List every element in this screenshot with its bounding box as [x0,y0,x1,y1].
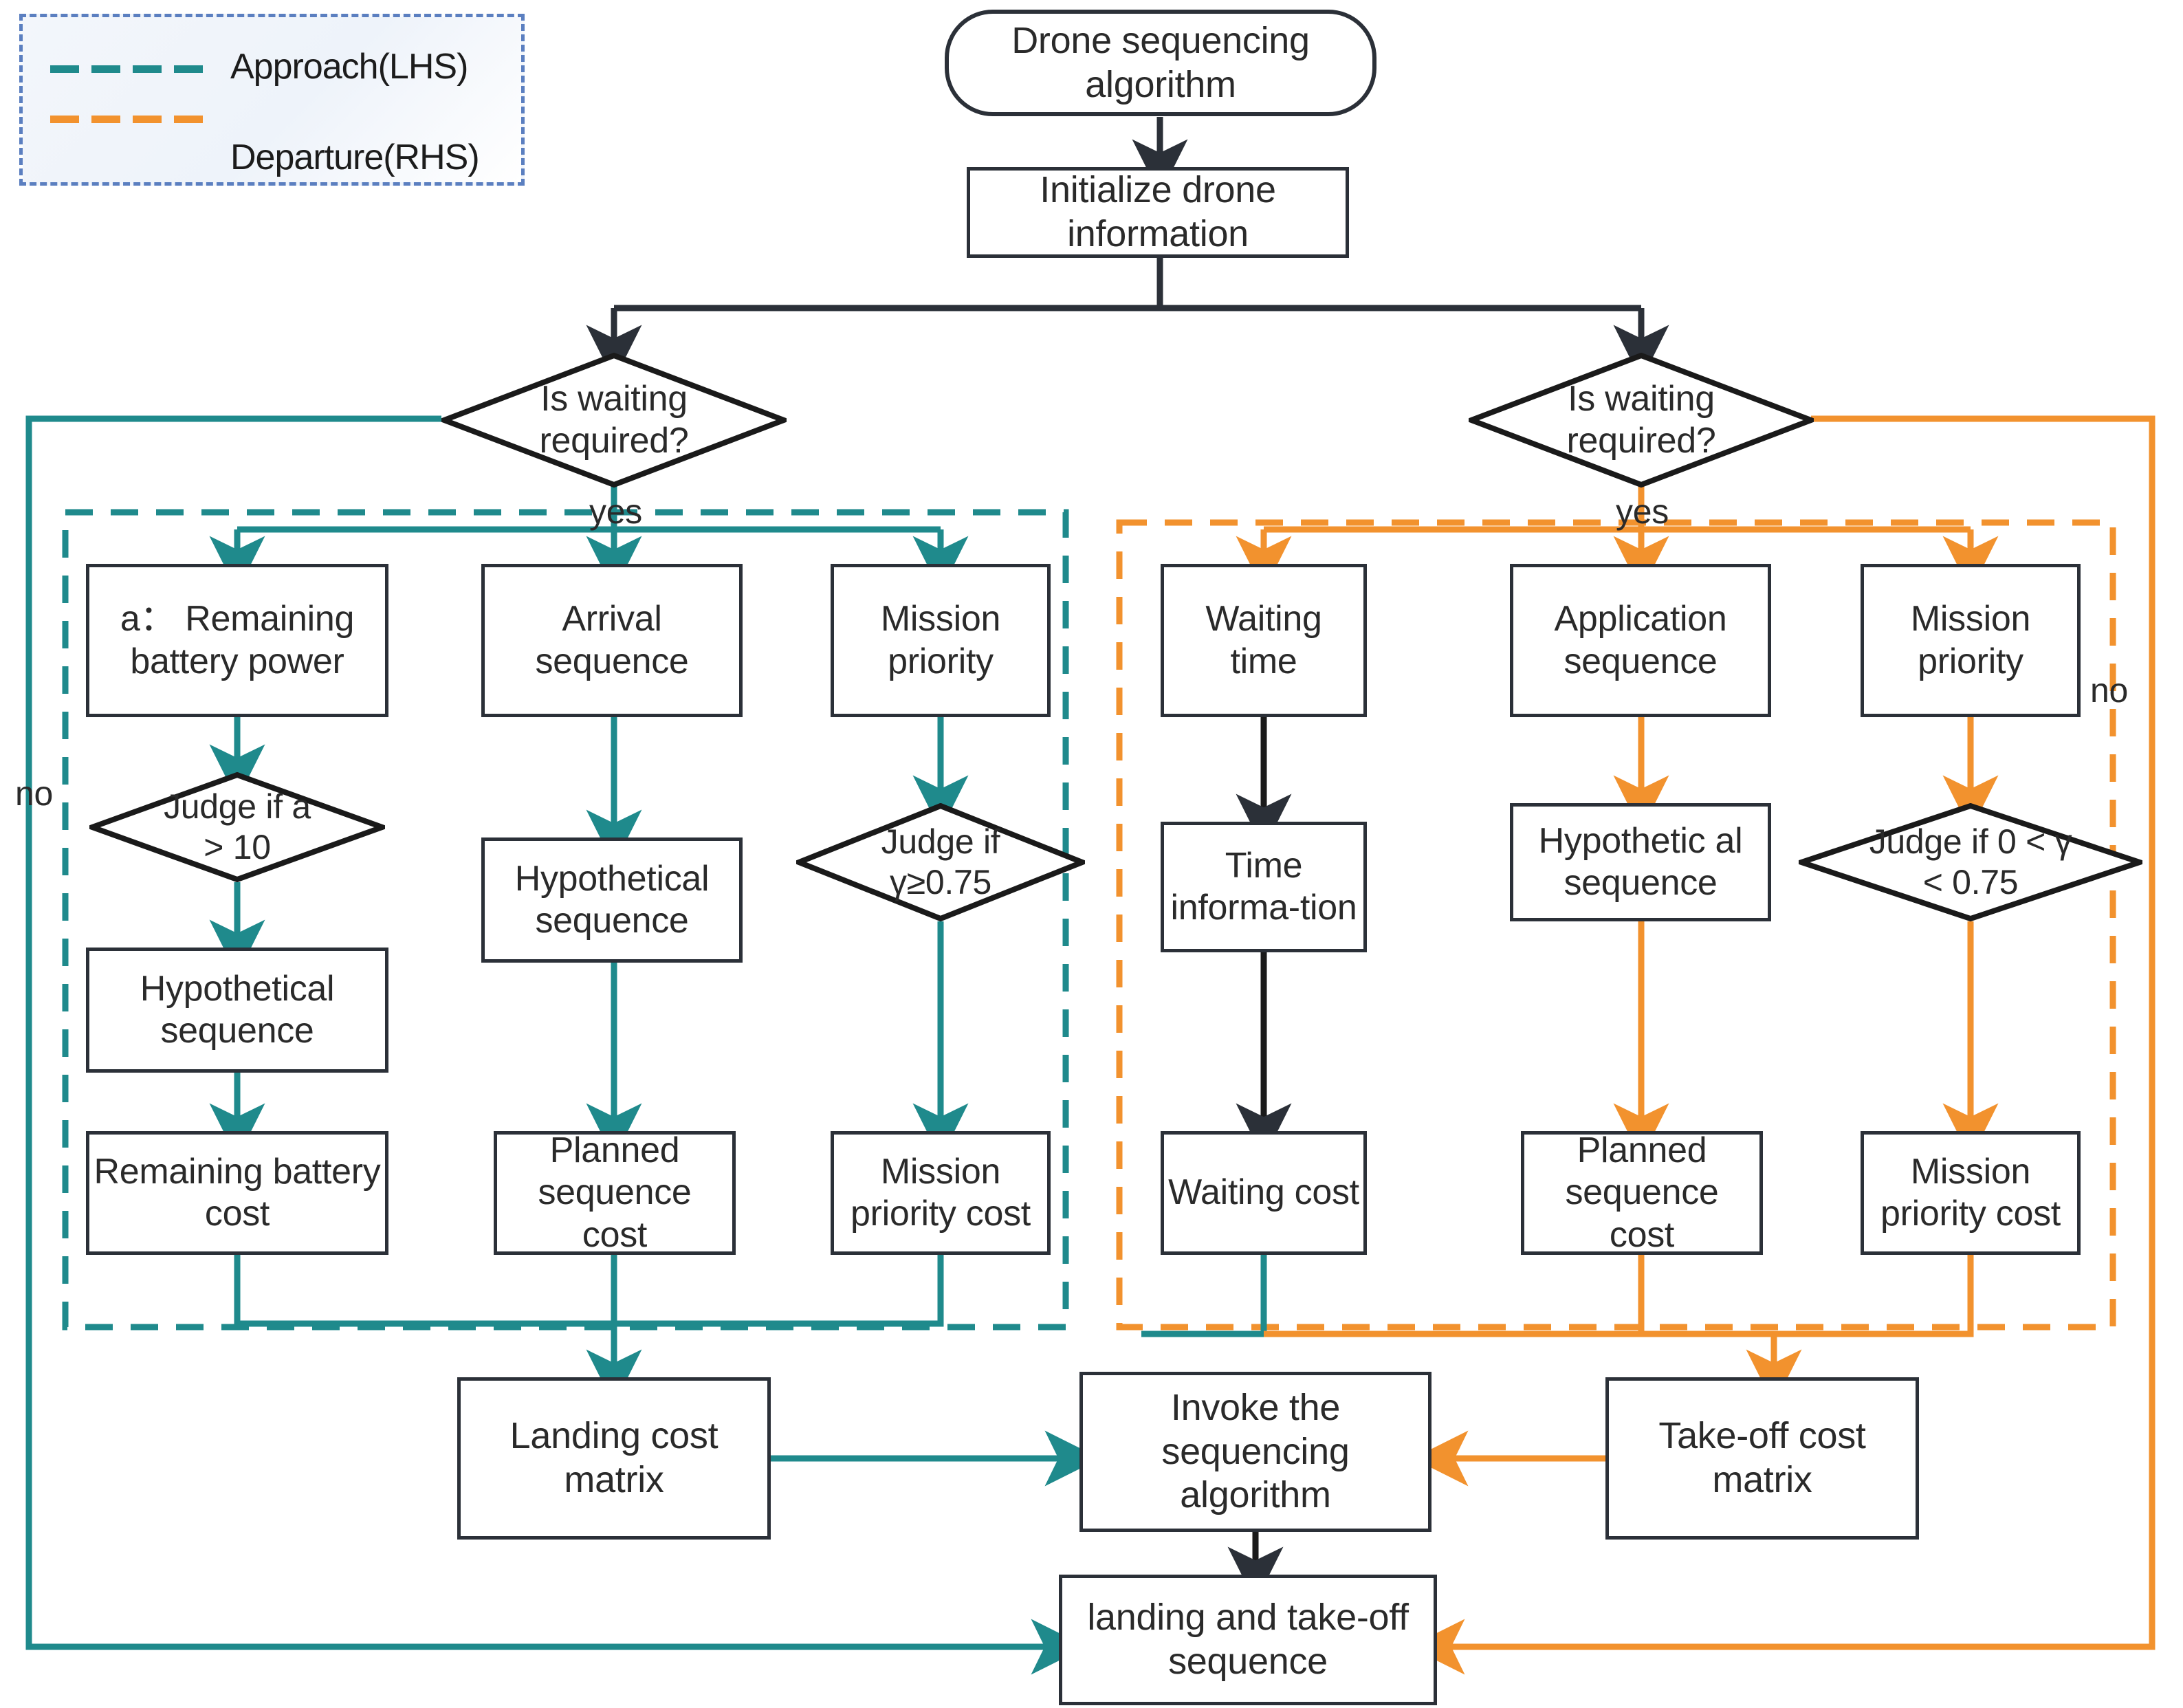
node-application-sequence[interactable]: Application sequence [1510,564,1771,717]
node-rhs-mission-priority[interactable]: Mission priority [1861,564,2081,717]
node-lhs-mission-priority[interactable]: Mission priority [831,564,1051,717]
node-lhs-planned-sequence-cost[interactable]: Planned sequence cost [494,1130,736,1255]
decision-rhs-waiting[interactable]: Is waiting required? [1469,353,1814,488]
decision-lhs-waiting[interactable]: Is waiting required? [441,353,787,488]
node-final-sequence[interactable]: landing and take-off sequence [1059,1575,1437,1705]
node-start[interactable]: Drone sequencing algorithm [945,10,1376,116]
edge-label-rhs-no: no [2090,671,2129,710]
node-rhs-hypothetical-sequence[interactable]: Hypothetic al sequence [1510,803,1771,921]
approach-dash-swatch [50,63,222,73]
node-lhs-hypothetical-sequence[interactable]: Hypothetical sequence [86,948,388,1073]
node-initialize[interactable]: Initialize drone information [967,167,1349,258]
legend-label-departure: Departure(RHS) [230,138,480,177]
legend-item-departure: Departure(RHS) [50,113,480,177]
node-rhs-planned-sequence-cost[interactable]: Planned sequence cost [1521,1130,1763,1255]
node-waiting-time[interactable]: Waiting time [1161,564,1367,717]
decision-judge-gamma-ge-075[interactable]: Judge if γ≥0.75 [796,803,1085,921]
node-rhs-mission-priority-cost[interactable]: Mission priority cost [1861,1131,2081,1255]
edge-label-rhs-yes: yes [1616,492,1669,531]
node-lhs-mission-priority-cost[interactable]: Mission priority cost [831,1131,1051,1255]
legend-item-approach: Approach(LHS) [50,46,468,87]
node-remaining-battery-cost[interactable]: Remaining battery cost [86,1131,388,1255]
decision-judge-gamma-range[interactable]: Judge if 0 < γ < 0.75 [1799,803,2142,921]
node-remaining-battery-power[interactable]: a： Remaining battery power [86,564,388,717]
legend-box: Approach(LHS) Departure(RHS) [19,14,525,186]
edge-label-lhs-no: no [15,774,54,813]
edge-label-lhs-yes: yes [589,492,642,531]
node-time-information[interactable]: Time informa-tion [1161,822,1367,952]
node-takeoff-cost-matrix[interactable]: Take-off cost matrix [1605,1377,1919,1540]
decision-judge-a-gt-10[interactable]: Judge if a > 10 [89,772,385,882]
node-landing-cost-matrix[interactable]: Landing cost matrix [457,1377,771,1540]
node-lhs-hypothetical-sequence-2[interactable]: Hypothetical sequence [481,837,743,963]
node-arrival-sequence[interactable]: Arrival sequence [481,564,743,717]
legend-label-approach: Approach(LHS) [230,47,468,87]
node-invoke-sequencing-algorithm[interactable]: Invoke the sequencing algorithm [1079,1372,1431,1532]
node-waiting-cost[interactable]: Waiting cost [1161,1131,1367,1255]
departure-dash-swatch [50,113,222,124]
